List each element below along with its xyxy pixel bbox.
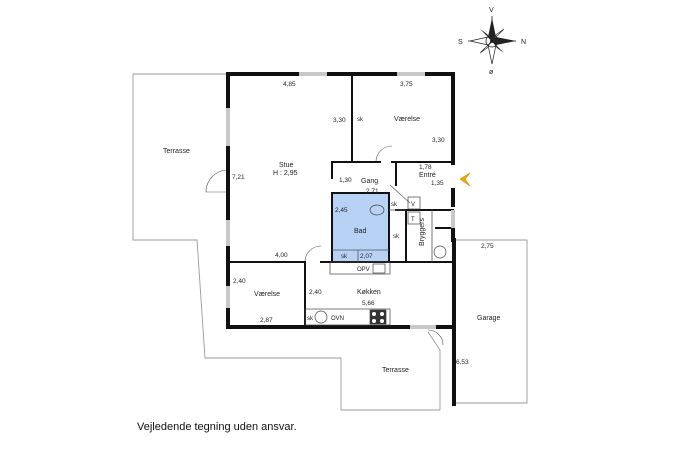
dim-bad-side: 2,45	[335, 207, 348, 214]
dim-stue-top: 4,85	[283, 81, 296, 88]
dim-vaerelse-ne-side: 3,30	[432, 137, 445, 144]
entrance-arrow-icon	[459, 172, 471, 187]
gang-label: Gang	[361, 178, 378, 185]
fixture-ovn: OVN	[331, 316, 344, 322]
stove-burners	[372, 312, 384, 323]
dim-gang-left: 1,30	[339, 177, 352, 184]
fixture-sk-closet: sk	[357, 117, 364, 123]
dim-koekken-width: 5,66	[362, 300, 375, 307]
dim-stue-bottom: 4,00	[275, 252, 288, 259]
fixture-sk-bryggers: sk	[393, 234, 400, 240]
vaerelse-sw-label: Værelse	[254, 291, 280, 298]
compass-s-label: S	[458, 39, 463, 46]
disclaimer-caption: Vejledende tegning uden ansvar.	[137, 421, 297, 433]
garage-label: Garage	[477, 315, 500, 322]
fixture-t: T	[411, 217, 415, 223]
fixture-opv: OPV	[357, 267, 370, 273]
dim-vaerelse-sw-side: 2,40	[233, 278, 246, 285]
thin-partitions	[332, 209, 433, 262]
dim-stue-side: 7,21	[232, 174, 245, 181]
dim-vaerelse-sw-bottom: 2,87	[260, 317, 273, 324]
outdoor-outlines	[132, 73, 528, 411]
dim-koekken-side: 2,40	[309, 289, 322, 296]
dim-gang-bottom: 2,71	[366, 188, 379, 195]
entre-label: Entré	[419, 172, 436, 179]
compass-n-label: N	[521, 39, 526, 46]
dim-closet-side: 3,30	[333, 117, 346, 124]
bryggers-label: Bryggers	[419, 217, 426, 246]
terrasse-south-label: Terrasse	[382, 367, 409, 374]
vaerelse-ne-label: Værelse	[394, 116, 420, 123]
compass-o-label: ø	[489, 69, 494, 76]
dim-entre-side: 1,35	[431, 180, 444, 187]
bath-area	[332, 193, 389, 261]
fixture-sk-kitchen: sk	[307, 316, 314, 322]
dim-garage-top: 2,75	[481, 243, 494, 250]
bad-label: Bad	[354, 228, 367, 235]
terrasse-west-label: Terrasse	[163, 148, 190, 155]
compass-rose: V S N ø	[458, 7, 526, 76]
dim-vaerelse-ne-top: 3,75	[400, 81, 413, 88]
fixture-sk-bad-top: sk	[391, 202, 398, 208]
dim-garage-side: 6,53	[456, 359, 469, 366]
dim-bad-bottom: 2,07	[360, 253, 373, 260]
stue-label: Stue	[279, 162, 294, 169]
compass-v-label: V	[489, 7, 494, 14]
dim-entre-top: 1,78	[419, 164, 432, 171]
fixture-v: V	[411, 202, 415, 208]
stue-height-label: H : 2,95	[273, 170, 298, 177]
fixture-sk-bad-bottom: sk	[341, 254, 348, 260]
koekken-label: Køkken	[357, 289, 381, 296]
windows	[226, 72, 455, 329]
